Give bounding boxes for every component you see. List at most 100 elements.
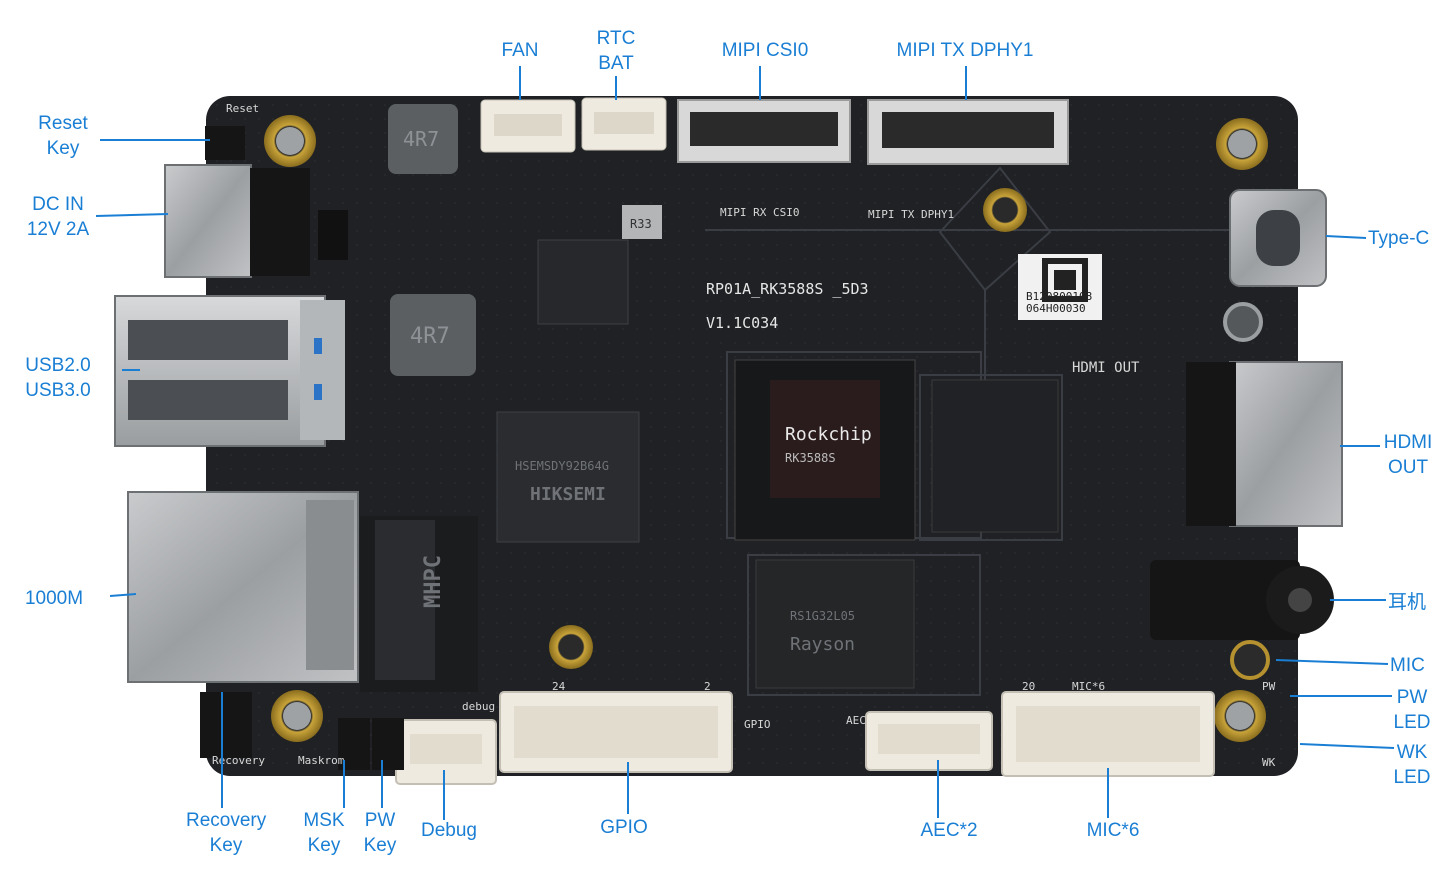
mic-header — [1001, 691, 1215, 777]
label-mic-line1: MIC — [1390, 655, 1425, 676]
qr-text-line: 064H00030 — [1026, 302, 1086, 315]
mipi-csi-connector — [677, 99, 851, 163]
label-reset-line2: Key — [46, 138, 80, 159]
svg-text:MIC*6: MIC*6 — [1072, 680, 1105, 693]
label-fan-line1: FAN — [501, 40, 539, 61]
label-pw-led-line2: LED — [1393, 712, 1431, 733]
svg-text:24: 24 — [552, 680, 566, 693]
svg-text:20: 20 — [1022, 680, 1035, 693]
label-hdmi-line2: OUT — [1387, 457, 1429, 478]
svg-text:Reset: Reset — [226, 102, 259, 115]
ram-chip — [755, 559, 915, 689]
label-usb-line2: USB3.0 — [25, 380, 91, 401]
label-mipi-csi0: MIPI CSI0 — [710, 38, 820, 63]
mipi-tx-connector — [867, 99, 1069, 165]
label-earphone: 耳机 — [1388, 590, 1438, 615]
svg-text:RK3588S: RK3588S — [785, 451, 836, 465]
svg-text:PW: PW — [1262, 680, 1276, 693]
svg-text:Recovery: Recovery — [212, 754, 265, 767]
label-mipi-tx-dphy1: MIPI TX DPHY1 — [890, 38, 1040, 63]
label-pw-key: PW Key — [360, 808, 400, 858]
label-dc-in-line2: 12V 2A — [26, 219, 90, 240]
hdmi-port — [1186, 361, 1343, 527]
label-rtc-line1: RTC — [596, 28, 636, 49]
fan-connector — [480, 99, 576, 153]
pmic-chip — [537, 239, 629, 325]
headphone-jack — [1150, 560, 1334, 640]
label-recovery-line2: Key — [209, 835, 243, 856]
reset-button — [205, 126, 245, 160]
power-button — [372, 718, 404, 770]
svg-text:Rockchip: Rockchip — [785, 424, 872, 445]
label-fan: FAN — [490, 38, 550, 63]
emmc-chip — [496, 411, 640, 543]
svg-text:4R7: 4R7 — [403, 127, 439, 151]
mounting-holes — [264, 115, 1270, 742]
svg-text:R33: R33 — [630, 217, 652, 231]
svg-text:2: 2 — [704, 680, 711, 693]
label-wk-led-line1: WK — [1396, 742, 1428, 763]
svg-text:HIKSEMI: HIKSEMI — [530, 484, 606, 505]
svg-text:RS1G32L05: RS1G32L05 — [790, 609, 855, 623]
label-reset-key: Reset Key — [28, 111, 98, 161]
label-mipi-csi0-line1: MIPI CSI0 — [721, 40, 809, 61]
label-recovery-line1: Recovery — [186, 810, 267, 831]
qr-label — [1018, 254, 1102, 320]
gpio-header — [499, 691, 733, 773]
rtc-connector — [581, 97, 667, 151]
svg-text:Rayson: Rayson — [790, 634, 855, 655]
type-c-port — [1229, 189, 1327, 287]
label-recovery-key: Recovery Key — [186, 808, 266, 858]
label-mipi-tx-line1: MIPI TX DPHY1 — [896, 40, 1034, 61]
label-rtc-bat: RTC BAT — [586, 26, 646, 76]
recovery-button — [200, 692, 252, 758]
label-msk-line2: Key — [307, 835, 341, 856]
label-msk-line1: MSK — [303, 810, 345, 831]
svg-text:AEC: AEC — [846, 714, 866, 727]
label-mic6: MIC*6 — [1078, 818, 1148, 843]
board-version-silk: V1.1C034 — [706, 314, 778, 332]
label-wk-led: WK LED — [1390, 740, 1434, 790]
label-gpio-line1: GPIO — [600, 817, 648, 838]
svg-text:debug: debug — [462, 700, 495, 713]
label-type-c-line1: Type-C — [1368, 228, 1430, 249]
label-hdmi-line1: HDMI — [1383, 432, 1433, 453]
svg-text:HSEMSDY92B64G: HSEMSDY92B64G — [515, 459, 609, 473]
label-mic: MIC — [1390, 653, 1440, 678]
label-dc-in: DC IN 12V 2A — [18, 192, 98, 242]
aec-connector — [865, 711, 993, 771]
label-rtc-line2: BAT — [598, 53, 634, 74]
label-mic6-line1: MIC*6 — [1086, 820, 1140, 841]
label-aec-line1: AEC*2 — [920, 820, 978, 841]
label-ethernet: 1000M — [16, 586, 92, 611]
eth-transformer — [375, 520, 435, 680]
svg-text:Maskrom: Maskrom — [298, 754, 345, 767]
svg-text:GPIO: GPIO — [744, 718, 771, 731]
label-type-c: Type-C — [1368, 226, 1444, 251]
svg-text:MIPI TX DPHY1: MIPI TX DPHY1 — [868, 208, 954, 221]
dc-jack — [164, 164, 348, 278]
usb-ports — [114, 295, 345, 447]
label-debug-line1: Debug — [421, 820, 477, 841]
svg-text:HDMI OUT: HDMI OUT — [1072, 360, 1140, 376]
label-reset-line1: Reset — [38, 113, 88, 134]
label-pw-led: PW LED — [1390, 685, 1434, 735]
board-model-silk: RP01A_RK3588S _5D3 — [706, 280, 869, 298]
inductors — [388, 104, 476, 376]
leader-lines — [95, 66, 1395, 820]
label-aec: AEC*2 — [912, 818, 986, 843]
qr-text-line: B120800108 — [1026, 290, 1092, 303]
label-dc-in-line1: DC IN — [32, 194, 84, 215]
label-pw-led-line1: PW — [1396, 687, 1428, 708]
label-gpio: GPIO — [592, 815, 656, 840]
label-debug: Debug — [414, 818, 484, 843]
label-usb: USB2.0 USB3.0 — [20, 353, 96, 403]
label-wk-led-line2: LED — [1393, 767, 1431, 788]
label-ethernet-line1: 1000M — [24, 588, 84, 609]
svg-text:MIPI RX CSI0: MIPI RX CSI0 — [720, 206, 799, 219]
svg-text:WK: WK — [1262, 756, 1276, 769]
label-pw-key-line1: PW — [364, 810, 396, 831]
